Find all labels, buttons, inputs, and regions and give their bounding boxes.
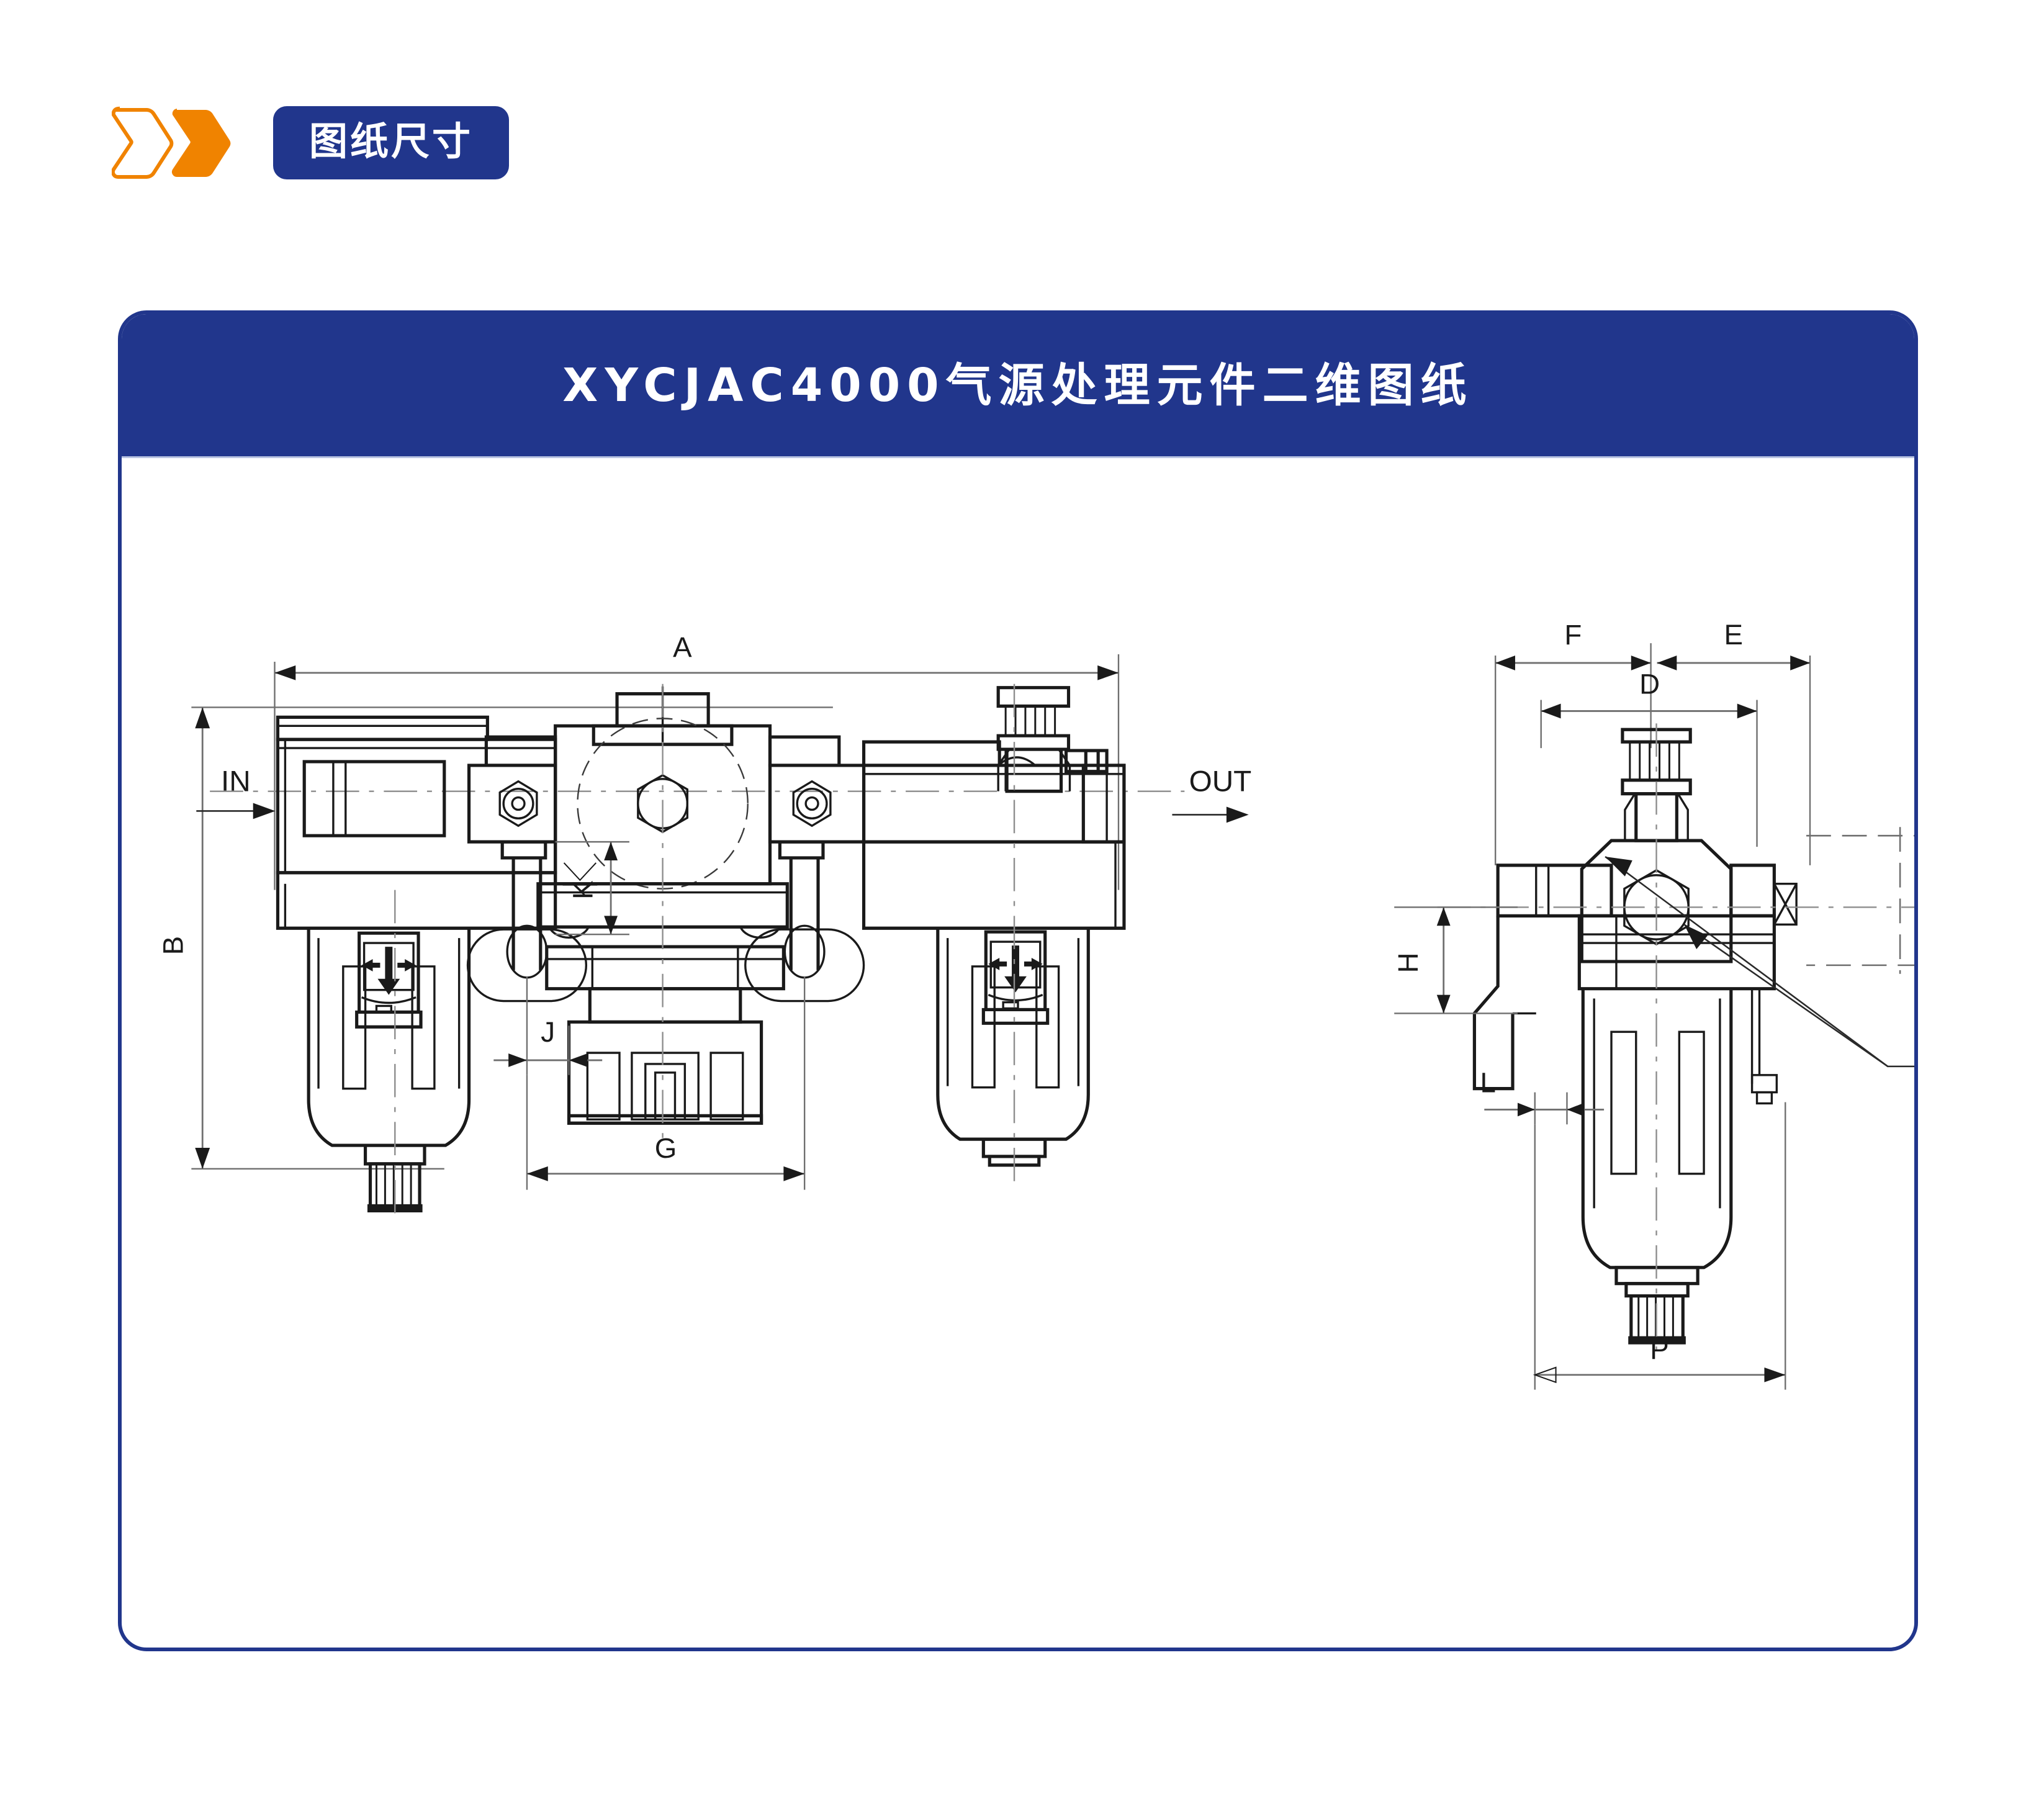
dimension-label-P: P — [1650, 1333, 1668, 1365]
flow-out-marker: OUT — [1172, 765, 1251, 823]
callout-I: I — [1605, 855, 1914, 1068]
card-title: XYCJAC4000气源处理元件二维图纸 — [562, 358, 1474, 412]
dimension-label-E: E — [1724, 619, 1743, 651]
dimension-J: J — [493, 976, 603, 1075]
phantom-bracket-outline — [1806, 827, 1914, 974]
chevron-logo-svg — [112, 106, 231, 179]
port-fitting-right — [792, 780, 832, 827]
dimension-K: K — [555, 841, 629, 936]
dimension-D: D — [1540, 669, 1758, 847]
drawing-card: XYCJAC4000气源处理元件二维图纸 A — [118, 310, 1918, 1651]
side-elevation-view: F E D — [1392, 619, 1914, 1390]
dimension-label-K: K — [567, 880, 598, 899]
card-body: A B IN OU — [122, 458, 1914, 1648]
section-badge-row: 图纸尺寸 — [112, 102, 510, 183]
lubricator-unit — [862, 683, 1126, 1186]
dimension-label-B: B — [157, 936, 189, 955]
dimension-label-J: J — [541, 1016, 555, 1048]
section-tag: 图纸尺寸 — [273, 106, 510, 179]
side-bowl — [1581, 723, 1778, 1356]
dimension-label-H: H — [1392, 952, 1424, 973]
dimension-G: G — [526, 976, 806, 1190]
flow-in-label: IN — [221, 765, 251, 798]
chevron-right-outline-icon — [112, 106, 174, 179]
dimension-H: H — [1392, 906, 1518, 1014]
chevron-right-filled-icon — [171, 109, 231, 178]
dimension-L: L — [1480, 1067, 1605, 1125]
card-header: XYCJAC4000气源处理元件二维图纸 — [122, 314, 1914, 458]
flow-in-marker: IN — [196, 765, 276, 819]
dimension-F: F — [1494, 619, 1652, 865]
flow-out-label: OUT — [1189, 765, 1252, 798]
section-tag-label: 图纸尺寸 — [309, 119, 474, 164]
dimension-label-L: L — [1480, 1067, 1496, 1099]
dimension-P: P — [1533, 1102, 1786, 1390]
dimension-B: B — [157, 706, 833, 1170]
chevron-logo — [112, 102, 236, 183]
side-adjust-knob — [1621, 728, 1692, 842]
dimension-label-G: G — [655, 1132, 677, 1164]
dimension-label-D: D — [1639, 669, 1660, 700]
dimension-A: A — [274, 631, 1120, 890]
port-fitting-left — [498, 780, 538, 827]
dimension-label-I: I — [1912, 1011, 1914, 1043]
dimension-label-A: A — [673, 631, 692, 663]
dimension-label-F: F — [1564, 619, 1582, 651]
technical-drawing: A B IN OU — [157, 619, 1914, 1390]
dimension-E: E — [1657, 619, 1811, 865]
front-elevation-view: A B IN OU — [157, 631, 1251, 1224]
